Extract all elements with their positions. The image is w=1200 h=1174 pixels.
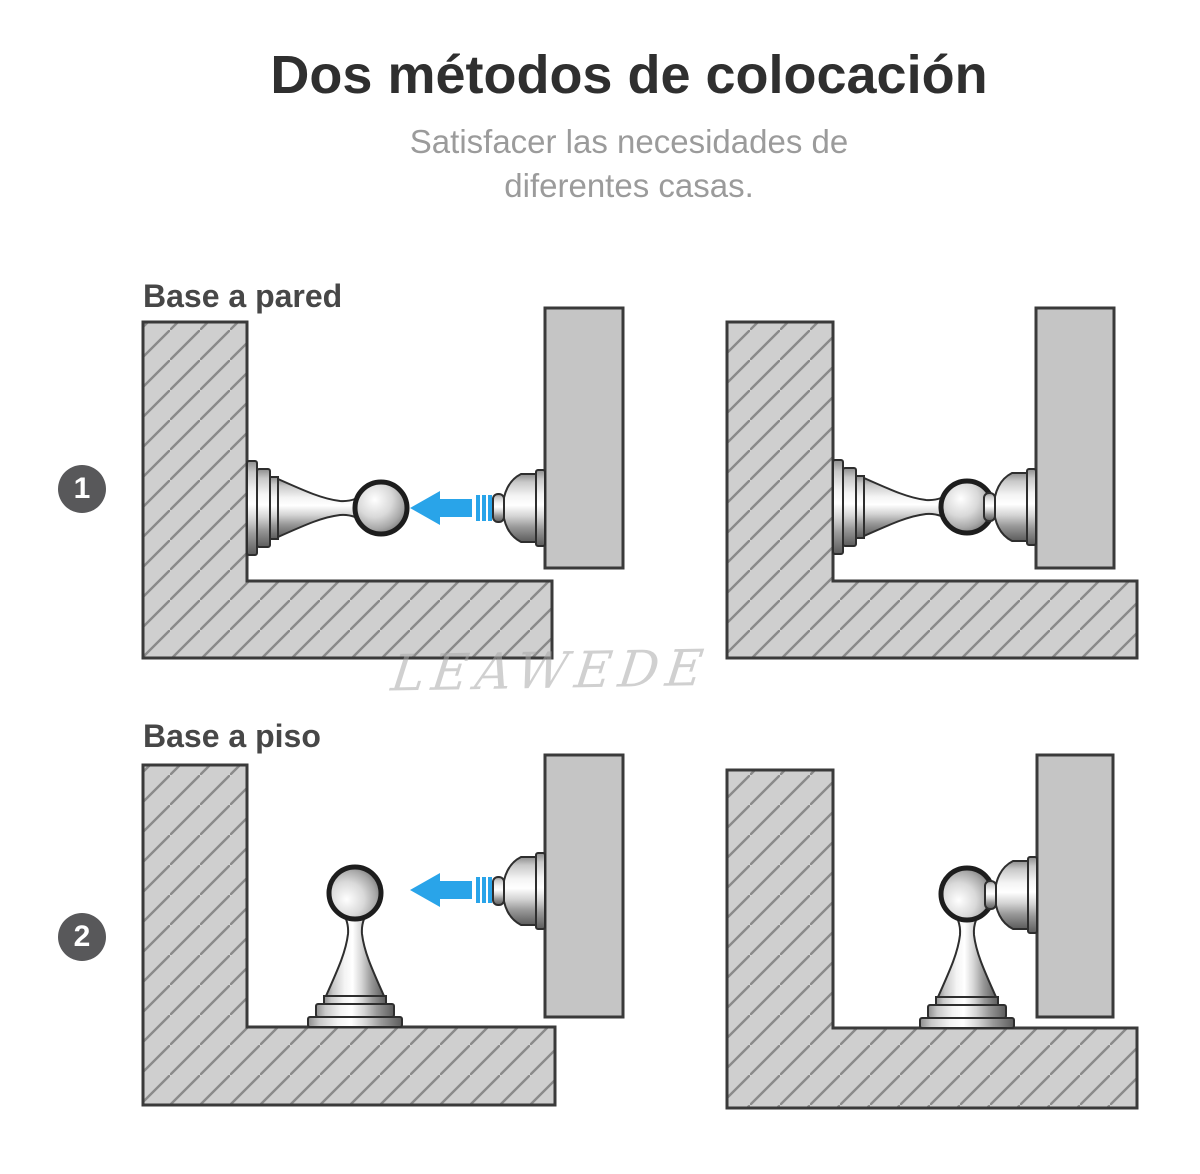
step-2-badge: 2 xyxy=(58,913,106,961)
diagram-floor-mount-apart xyxy=(140,745,640,1125)
section-1-label: Base a pared xyxy=(143,278,343,314)
diagram-canvas xyxy=(141,306,625,660)
door-shape xyxy=(1035,753,1115,1019)
page-title: Dos métodos de colocación xyxy=(270,45,988,105)
door-shape xyxy=(543,753,625,1019)
step-2-number: 2 xyxy=(73,920,91,953)
magnetic-catch-icon xyxy=(492,469,546,547)
motion-arrow-icon xyxy=(410,491,492,525)
wall-floor-shape xyxy=(141,320,554,660)
door-stopper-icon xyxy=(833,460,993,554)
magnetic-catch-icon xyxy=(492,852,546,930)
diagram-wall-mount-attached xyxy=(720,300,1200,680)
door-shape xyxy=(543,306,625,570)
wall-floor-shape xyxy=(725,320,1139,660)
header: Dos métodos de colocación Satisfacer las… xyxy=(0,44,1200,207)
section-2-label: Base a piso xyxy=(143,718,321,754)
watermark: LEAWEDE xyxy=(388,638,714,703)
diagram-canvas xyxy=(725,306,1139,660)
step-1-badge: 1 xyxy=(58,465,106,513)
magnetic-catch-icon xyxy=(983,468,1037,546)
diagram-wall-mount-apart xyxy=(140,300,640,680)
wall-floor-shape xyxy=(725,768,1139,1110)
diagram-floor-mount-attached xyxy=(720,745,1200,1125)
door-stopper-icon xyxy=(247,461,407,555)
door-stopper-icon xyxy=(308,867,402,1027)
motion-arrow-icon xyxy=(410,873,492,907)
diagram-canvas xyxy=(725,753,1139,1110)
wall-floor-shape xyxy=(141,763,557,1107)
door-shape xyxy=(1034,306,1116,570)
step-1-number: 1 xyxy=(73,472,91,505)
magnetic-catch-icon xyxy=(984,856,1038,934)
page-subtitle: Satisfacer las necesidades de diferentes… xyxy=(409,123,849,204)
diagram-canvas xyxy=(141,753,625,1107)
